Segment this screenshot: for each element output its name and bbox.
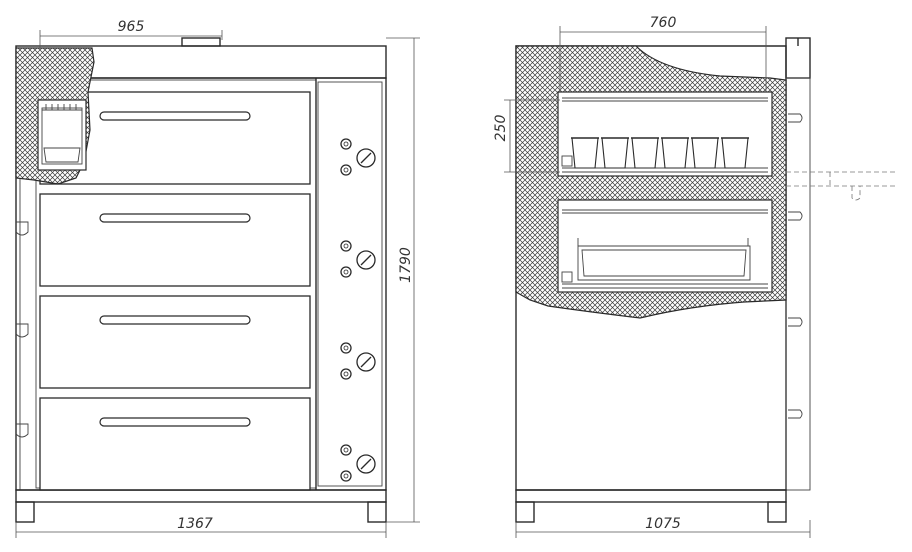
baking-pan <box>631 137 659 169</box>
door-handle <box>99 315 251 325</box>
side-handles <box>788 113 803 419</box>
baking-pan <box>721 137 749 169</box>
knob-group-2 <box>340 240 376 278</box>
knob-group-3 <box>340 342 376 380</box>
baking-pan <box>661 137 689 169</box>
baking-pans <box>571 137 749 169</box>
side-back-panel <box>785 77 811 491</box>
dim-side-chamber-height: 250 <box>493 115 509 142</box>
dim-front-bottom-width: 1367 <box>177 516 213 532</box>
side-dimensions: 760 1075 250 <box>493 15 811 538</box>
front-cutaway-detail <box>37 99 87 171</box>
baking-pan <box>601 137 629 169</box>
door-handle <box>99 417 251 427</box>
control-panel <box>317 81 383 487</box>
front-view <box>15 37 387 523</box>
door-handle <box>99 213 251 223</box>
side-base <box>515 489 787 503</box>
front-dimensions: 965 1367 1790 <box>15 19 420 538</box>
side-dashed-extension <box>786 171 898 201</box>
side-view <box>515 37 898 523</box>
door-handle <box>99 111 251 121</box>
deck-door-2 <box>39 193 311 287</box>
front-leg-right <box>367 501 387 523</box>
front-chimney <box>181 37 221 47</box>
front-base <box>15 489 387 503</box>
knob-group-4 <box>340 444 376 482</box>
control-knobs <box>340 138 376 482</box>
baking-pan <box>691 137 719 169</box>
deck-doors <box>39 91 311 491</box>
baking-tray <box>577 245 751 281</box>
deck-door-4 <box>39 397 311 491</box>
dim-side-bottom-depth: 1075 <box>645 516 681 532</box>
front-leg-left <box>15 501 35 523</box>
side-leg-right <box>767 501 787 523</box>
dim-side-top-depth: 760 <box>650 15 677 31</box>
baking-pan <box>571 137 599 169</box>
dim-front-height: 1790 <box>398 247 414 283</box>
front-hinges <box>15 221 29 438</box>
side-leg-left <box>515 501 535 523</box>
knob-group-1 <box>340 138 376 176</box>
dim-front-top-width: 965 <box>118 19 145 35</box>
deck-door-3 <box>39 295 311 389</box>
